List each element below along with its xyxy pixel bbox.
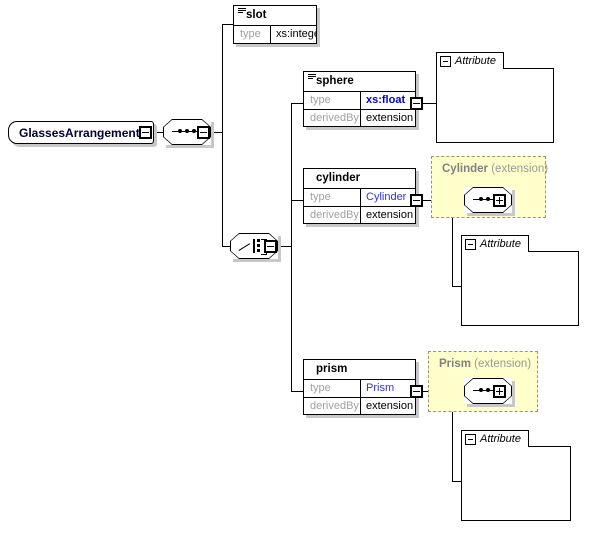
element-slot-rows: type xs:integer [234, 25, 316, 43]
row-key: type [310, 94, 331, 106]
element-slot[interactable]: slot type xs:integer [233, 5, 317, 44]
prism-toggle-minus[interactable] [410, 385, 423, 398]
cylinder-sequence-toggle-plus[interactable] [493, 194, 506, 207]
attribute-panel-sphere-body [436, 68, 554, 143]
attribute-panel-label: Attribute [480, 433, 521, 445]
connector-root-to-sequence [151, 132, 165, 133]
row-value: Prism [360, 380, 415, 397]
attribute-panel-sphere: Attribute revers type xs:boolean default… [436, 52, 554, 143]
connector-sphere-to-attributes [417, 103, 437, 104]
row-key: type [240, 28, 261, 40]
table-row: type Cylinder [304, 189, 415, 206]
table-row: derivedBy extension [304, 397, 415, 414]
extension-name: Cylinder [442, 163, 489, 175]
table-row: type xs:float [304, 92, 415, 109]
connector-sequence-stub [209, 132, 223, 133]
root-toggle-minus[interactable] [139, 126, 152, 139]
extension-name: Prism [439, 358, 471, 370]
element-sphere-rows: type xs:float derivedBy extension [304, 91, 415, 126]
row-value: Cylinder [360, 189, 415, 206]
choice-toggle-minus[interactable] [264, 240, 277, 253]
connector-trunk-to-choice [222, 246, 232, 247]
root-element-glassesarrangement[interactable]: GlassesArrangement [8, 121, 154, 144]
element-cylinder-name: cylinder [316, 172, 361, 184]
extension-panel-cylinder-title: Cylinder (extension) [442, 163, 548, 175]
element-cylinder-title: cylinder [304, 169, 415, 188]
element-sphere[interactable]: sphere type xs:float derivedBy extension [303, 71, 416, 127]
connector-cylinder-attr-vertical [452, 200, 453, 286]
element-sphere-name: sphere [316, 75, 354, 87]
element-sphere-title: sphere [304, 72, 415, 91]
connector-choice-trunk [291, 103, 292, 391]
choice-icon-bar [253, 239, 255, 253]
lines-icon [238, 8, 246, 14]
choice-icon-dots [257, 239, 261, 253]
extension-kind: (extension) [474, 358, 532, 370]
attribute-panel-label: Attribute [480, 238, 521, 250]
connector-choice-to-prism [291, 391, 303, 392]
element-slot-title: slot [234, 6, 316, 25]
row-value: extension [360, 207, 415, 223]
row-value: xs:float [360, 92, 415, 109]
attribute-panel-cylinder: Attribute revers type xs:boolean default… [461, 235, 579, 326]
attribute-panel-sphere-tab[interactable]: Attribute [436, 52, 504, 69]
connector-choice-to-cylinder [291, 200, 303, 201]
connector-choice-to-sphere [291, 103, 303, 104]
element-cylinder-rows: type Cylinder derivedBy extension [304, 188, 415, 223]
cylinder-toggle-minus[interactable] [410, 194, 423, 207]
element-slot-name: slot [246, 9, 267, 21]
row-value: extension [360, 110, 415, 126]
row-key: type [310, 382, 331, 394]
table-row: derivedBy extension [304, 109, 415, 126]
table-row: type Prism [304, 380, 415, 397]
table-row: type xs:integer [234, 26, 316, 43]
row-key: derivedBy [310, 209, 359, 221]
connector-prism-attr-vertical [452, 391, 453, 481]
prism-sequence-toggle-plus[interactable] [493, 385, 506, 398]
table-row: derivedBy extension [304, 206, 415, 223]
extension-panel-prism-title: Prism (extension) [439, 358, 531, 370]
attribute-panel-cylinder-body [461, 251, 579, 326]
attribute-panel-label: Attribute [455, 55, 496, 67]
element-prism-title: prism [304, 360, 415, 379]
row-value: extension [360, 398, 415, 414]
root-element-label: GlassesArrangement [19, 126, 140, 140]
row-value: xs:integer [270, 26, 316, 43]
element-cylinder[interactable]: cylinder type Cylinder derivedBy extensi… [303, 168, 416, 224]
attribute-panel-prism-body [461, 446, 571, 521]
row-key: derivedBy [310, 400, 359, 412]
attribute-panel-sphere-toggle-minus[interactable] [440, 55, 451, 67]
row-key: derivedBy [310, 112, 359, 124]
element-prism-rows: type Prism derivedBy extension [304, 379, 415, 414]
attribute-panel-cylinder-tab[interactable]: Attribute [461, 235, 529, 252]
connector-choice-stub [276, 246, 292, 247]
connector-trunk-vertical [222, 24, 223, 246]
extension-kind: (extension) [491, 163, 549, 175]
root-sequence-toggle-minus[interactable] [197, 126, 210, 139]
connector-trunk-to-slot [222, 24, 234, 25]
element-prism-name: prism [316, 363, 348, 375]
attribute-panel-prism: Attribute prismSlope type PrismSlope use… [461, 430, 571, 521]
compositor-root-sequence[interactable] [163, 119, 211, 145]
sequence-icon-dots [178, 129, 196, 134]
attribute-panel-prism-tab[interactable]: Attribute [461, 430, 529, 447]
element-prism[interactable]: prism type Prism derivedBy extension [303, 359, 416, 415]
lines-icon [308, 74, 316, 80]
sphere-toggle-minus[interactable] [410, 97, 423, 110]
attribute-panel-cylinder-toggle-minus[interactable] [465, 238, 476, 250]
row-key: type [310, 191, 331, 203]
attribute-panel-prism-toggle-minus[interactable] [465, 433, 476, 445]
